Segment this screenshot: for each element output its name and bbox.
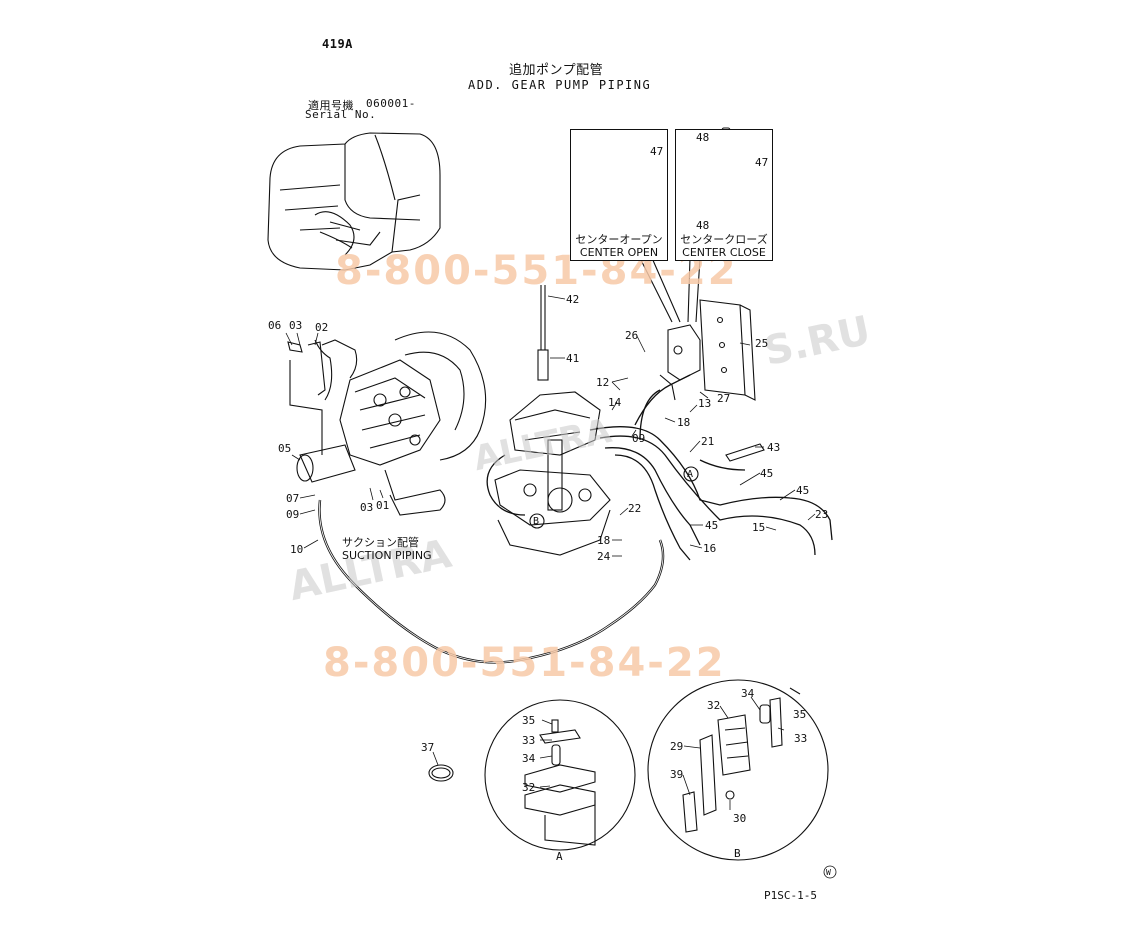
serial-label-japanese: 適用号機 [308, 99, 354, 112]
detail-b-circle [647, 679, 829, 861]
callout-48: 48 [696, 131, 710, 144]
callout-37: 37 [421, 741, 435, 754]
callout-15: 15 [752, 521, 766, 534]
callout-32: 32 [707, 699, 721, 712]
callout-32: 32 [522, 781, 536, 794]
callout-42: 42 [566, 293, 580, 306]
callout-06: 06 [268, 319, 282, 332]
detail-a-label: A [556, 850, 563, 863]
callout-34: 34 [741, 687, 755, 700]
suction-label-en: SUCTION PIPING [342, 549, 432, 562]
detail-a-parts [524, 719, 596, 846]
callout-48: 48 [696, 219, 710, 232]
hose-clamp-37 [428, 764, 454, 782]
callout-47: 47 [650, 145, 664, 158]
callout-43: 43 [767, 441, 781, 454]
detail-a-circle [484, 699, 636, 851]
selector-valve-with-bracket [659, 299, 756, 401]
callout-45: 45 [705, 519, 719, 532]
center-close-caption-en: CENTER CLOSE [682, 246, 766, 259]
callout-23: 23 [815, 508, 829, 521]
callout-18: 18 [677, 416, 691, 429]
page-code: 419A [322, 37, 353, 51]
main-pump-assembly [287, 331, 487, 516]
center-close-inset [675, 129, 773, 261]
title-japanese: 追加ポンプ配管 [509, 63, 604, 78]
callout-18: 18 [597, 534, 611, 547]
serial-value: 060001- [366, 97, 416, 110]
callout-35: 35 [793, 708, 807, 721]
callout-03: 03 [289, 319, 303, 332]
callout-24: 24 [597, 550, 611, 563]
center-close-leader [687, 257, 701, 323]
detail-b-parts [682, 687, 801, 833]
title-english: ADD. GEAR PUMP PIPING [468, 78, 652, 92]
watermark-phone-bottom: 8-800-551-84-22 [323, 640, 726, 686]
callout-47: 47 [755, 156, 769, 169]
callout-35: 35 [522, 714, 536, 727]
watermark-phone-top: 8-800-551-84-22 [335, 248, 738, 294]
callout-33: 33 [522, 734, 536, 747]
circle-markers-small [823, 865, 837, 879]
callout-45: 45 [796, 484, 810, 497]
callout-leaders [285, 295, 816, 810]
callout-41: 41 [566, 352, 580, 365]
serial-label-english: Serial No. [305, 108, 377, 121]
callout-25: 25 [755, 337, 769, 350]
center-open-caption-jp: センターオープン [575, 233, 663, 246]
pin-43 [725, 443, 765, 462]
callout-12: 12 [596, 376, 610, 389]
callout-29: 29 [670, 740, 684, 753]
center-open-inset [570, 129, 668, 261]
circle-markers [529, 466, 699, 529]
marker-b: B [533, 516, 540, 527]
callout-03: 03 [360, 501, 374, 514]
center-open-leader [639, 257, 681, 323]
callout-22: 22 [628, 502, 642, 515]
callout-45: 45 [760, 467, 774, 480]
footer-code: P1SC-1-5 [764, 889, 817, 902]
callout-09: 09 [286, 508, 300, 521]
callout-30: 30 [733, 812, 747, 825]
machine-overview-sketch [267, 132, 441, 271]
callout-16: 16 [703, 542, 717, 555]
detail-b-label: B [734, 847, 741, 860]
callout-33: 33 [794, 732, 808, 745]
callout-01: 01 [376, 499, 390, 512]
center-open-caption-en: CENTER OPEN [579, 246, 659, 259]
callout-21: 21 [701, 435, 715, 448]
callout-39: 39 [670, 768, 684, 781]
callout-09: 09 [632, 432, 646, 445]
suction-label-jp: サクション配管 [342, 536, 419, 549]
footer-mark: W [826, 868, 831, 877]
callout-13: 13 [698, 397, 712, 410]
callout-27: 27 [717, 392, 731, 405]
callout-10: 10 [290, 543, 304, 556]
marker-a: A [687, 469, 694, 480]
callout-26: 26 [625, 329, 639, 342]
hydraulic-hoses [486, 374, 833, 561]
gear-pump-center [494, 285, 611, 556]
callout-34: 34 [522, 752, 536, 765]
callout-02: 02 [315, 321, 329, 334]
callout-14: 14 [608, 396, 622, 409]
callout-05: 05 [278, 442, 292, 455]
center-close-caption-jp: センタークローズ [680, 233, 768, 246]
callout-07: 07 [286, 492, 300, 505]
